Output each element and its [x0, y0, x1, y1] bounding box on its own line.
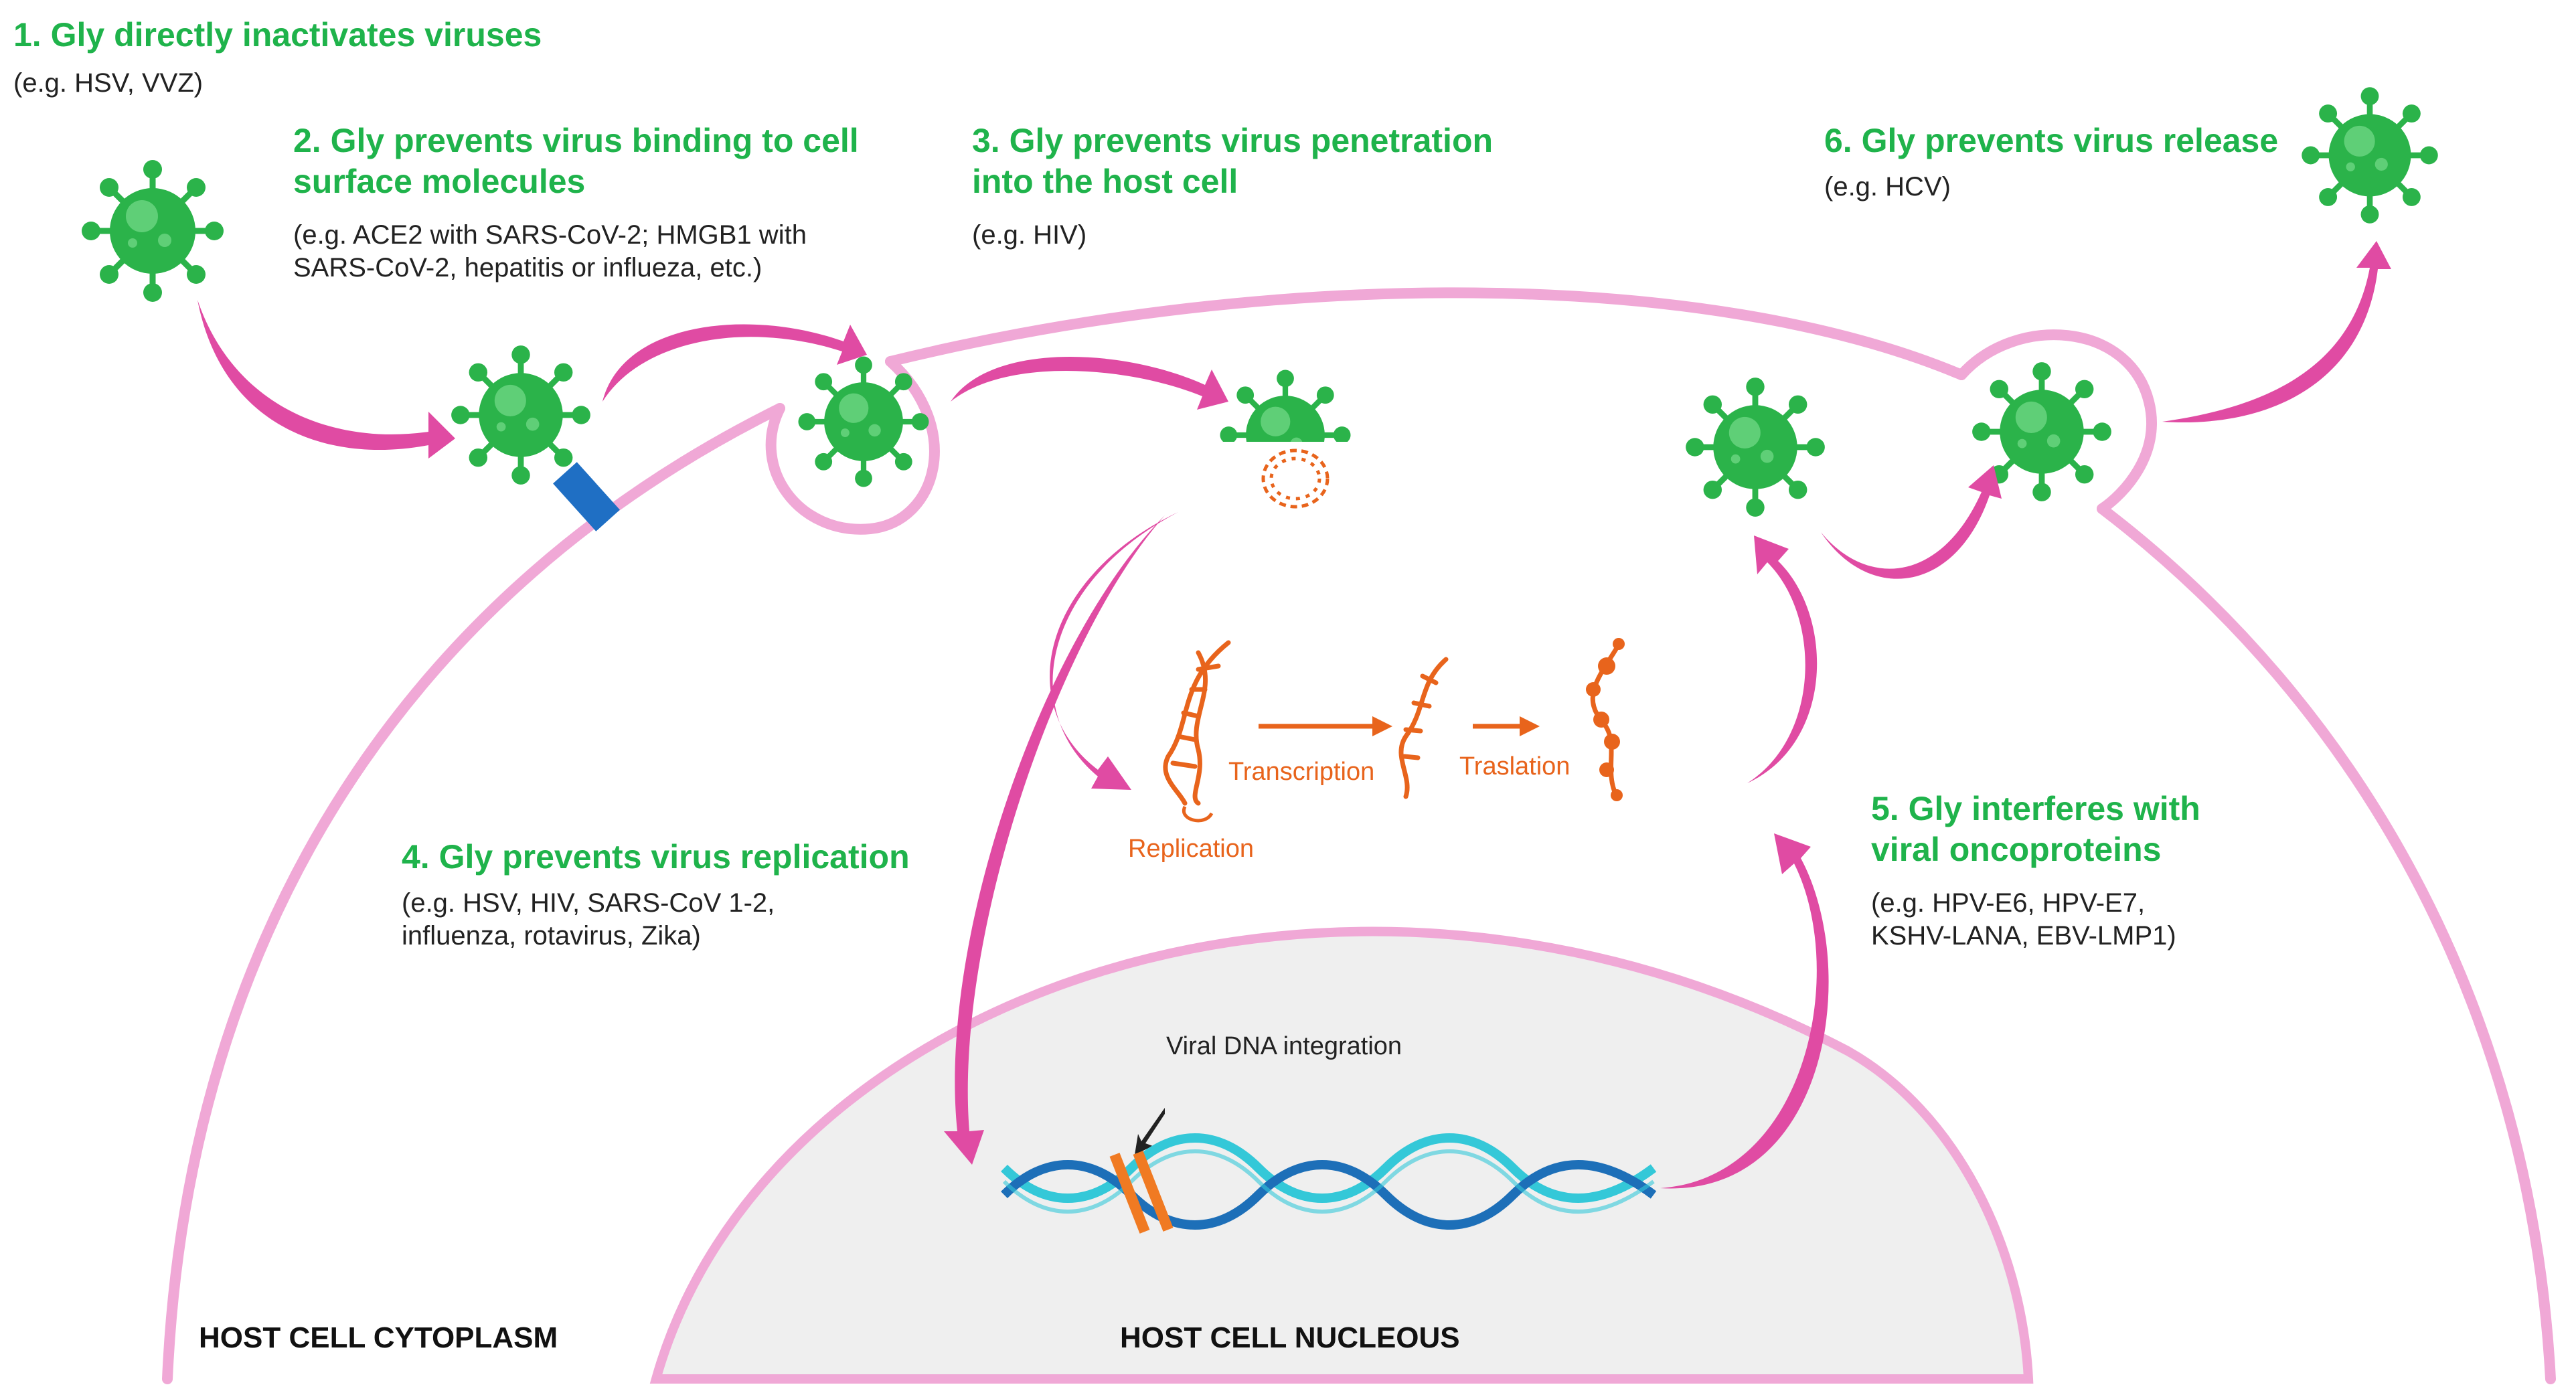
transcription-arrowhead — [1372, 716, 1392, 736]
new-virion-icon — [1686, 378, 1825, 517]
arrow-free-to-bound — [197, 300, 455, 459]
arrow-translation-to-virion — [1747, 536, 1818, 783]
step-4-title: 4. Gly prevents virus replication — [402, 838, 910, 876]
nucleus — [649, 926, 2034, 1384]
arrow-virion-to-budding — [1821, 465, 2002, 579]
uncoating-virus-icon — [1220, 370, 1350, 500]
nucleus-label: HOST CELL NUCLEOUS — [1120, 1321, 1460, 1354]
replication-loop-icon — [1182, 805, 1214, 823]
cell-membrane-invagination — [765, 356, 940, 535]
translation-label: Traslation — [1459, 752, 1571, 781]
cell-surface-receptor — [553, 462, 620, 531]
host-dna-helix — [1001, 1133, 1657, 1230]
cell-membrane-right — [2097, 503, 2556, 1384]
step-3-examples: (e.g. HIV) — [972, 220, 1087, 250]
viral-dna-insert — [1109, 1151, 1174, 1234]
step-1-examples: (e.g. HSV, VVZ) — [13, 68, 204, 98]
step-2-examples: (e.g. ACE2 with SARS-CoV-2; HMGB1 with S… — [293, 220, 807, 282]
cell-membrane-budding — [1956, 329, 2157, 514]
released-virus-icon — [2302, 87, 2438, 224]
step-3-title: 3. Gly prevents virus penetration into t… — [972, 122, 1494, 200]
step-2-title: 2. Gly prevents virus binding to cell su… — [293, 122, 859, 200]
arrow-entry-to-uncoating — [951, 356, 1228, 410]
arrow-bound-to-entry — [602, 324, 867, 402]
step-6-examples: (e.g. HCV) — [1824, 172, 1951, 201]
cytoplasm-label: HOST CELL CYTOPLASM — [199, 1321, 558, 1354]
dna-double-helix-icon — [1163, 640, 1231, 806]
step-5-examples: (e.g. HPV-E6, HPV-E7, KSHV-LANA, EBV-LMP… — [1871, 888, 2176, 951]
translation-arrowhead — [1520, 716, 1540, 736]
cell-membrane-top — [885, 287, 1967, 380]
arrow-uncoating-to-replication — [1050, 512, 1178, 790]
replication-label: Replication — [1128, 835, 1254, 863]
viral-dna-integration-label: Viral DNA integration — [1166, 1032, 1402, 1060]
cell-membrane — [162, 403, 785, 1384]
arrow-budding-to-release — [2162, 241, 2391, 423]
step-6-title: 6. Gly prevents virus release — [1824, 122, 2279, 159]
arrow-uncoating-to-nucleus — [944, 515, 1165, 1165]
step-4-examples: (e.g. HSV, HIV, SARS-CoV 1-2, influenza,… — [402, 888, 775, 951]
arrow-integration-pointer — [1135, 1108, 1165, 1155]
transcription-label: Transcription — [1228, 758, 1375, 786]
arrows — [197, 241, 2391, 1189]
protein-chain-icon — [1586, 638, 1625, 801]
free-virus-icon — [82, 160, 224, 302]
bound-virus-icon — [451, 345, 590, 485]
rna-strand-icon — [1398, 657, 1449, 799]
viral-genome-icon — [1261, 448, 1330, 509]
entering-virus-icon — [798, 356, 929, 487]
step-1-title: 1. Gly directly inactivates viruses — [13, 16, 542, 54]
step-5-title: 5. Gly interferes with viral oncoprotein… — [1871, 790, 2200, 868]
